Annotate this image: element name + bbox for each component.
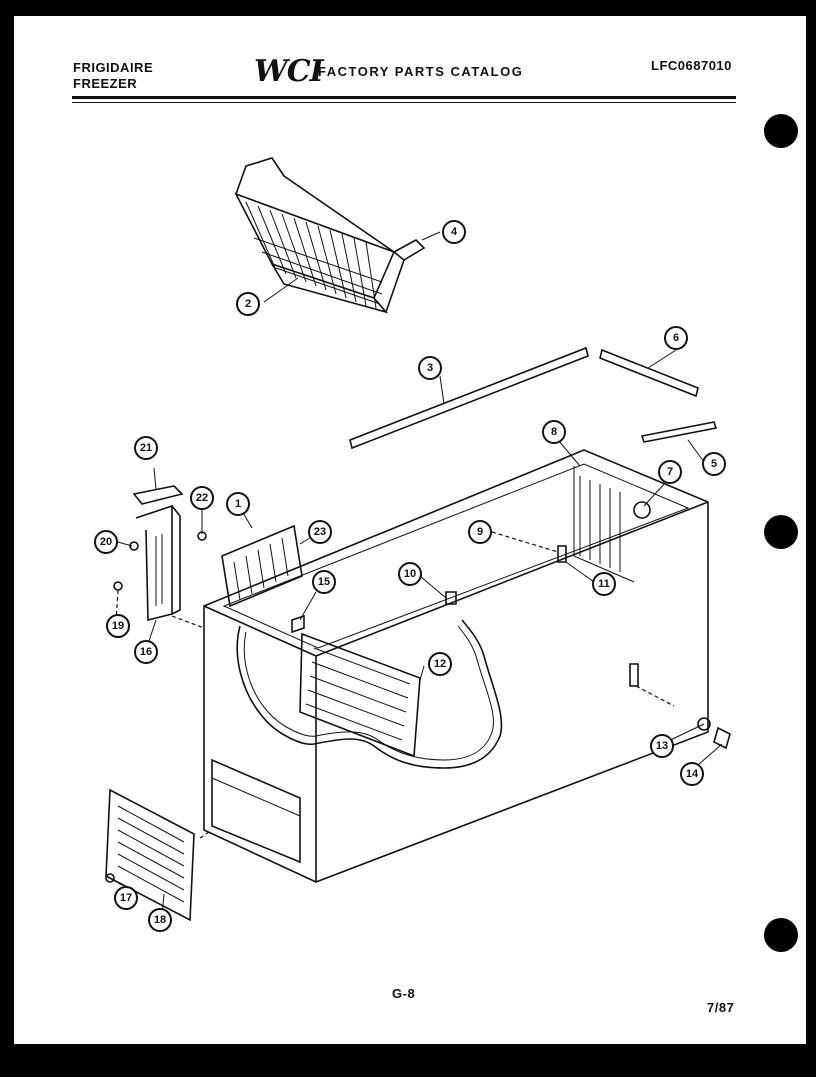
binder-hole-bottom [764,918,798,952]
svg-text:5: 5 [711,458,717,470]
svg-text:20: 20 [100,536,112,548]
basket-drawing [234,157,426,314]
header-rule-thin [72,102,736,103]
hardware-drawing [105,501,731,883]
callout-22: 22 [190,486,214,510]
callout-23: 23 [308,520,332,544]
svg-text:17: 17 [120,892,132,904]
callout-17: 17 [114,886,138,910]
liner-panel [299,632,421,758]
callout-11: 11 [592,572,616,596]
callout-15: 15 [312,570,336,594]
condenser-drawing [132,485,303,622]
callout-20: 20 [94,530,118,554]
svg-text:14: 14 [686,768,699,780]
callout-16: 16 [134,640,158,664]
brand-block: FRIGIDAIRE FREEZER [73,60,153,92]
svg-text:4: 4 [451,226,458,238]
svg-text:8: 8 [551,426,557,438]
exploded-parts-diagram: 1 2 3 4 5 6 7 8 9 10 11 12 13 14 15 16 1… [94,157,731,932]
svg-text:15: 15 [318,576,330,588]
callout-18: 18 [148,908,172,932]
model-number: LFC0687010 [651,58,732,73]
callout-10: 10 [398,562,422,586]
svg-text:12: 12 [434,658,446,670]
wci-logo: WCI [254,54,324,89]
callout-6: 6 [664,326,688,350]
svg-text:11: 11 [598,578,610,590]
callout-3: 3 [418,356,442,380]
svg-text:23: 23 [314,526,326,538]
callout-9: 9 [468,520,492,544]
callout-4: 4 [442,220,466,244]
svg-text:2: 2 [245,298,251,310]
callout-21: 21 [134,436,158,460]
grille-drawing [105,788,195,922]
callout-13: 13 [650,734,674,758]
svg-text:18: 18 [154,914,166,926]
callout-8: 8 [542,420,566,444]
callout-5: 5 [702,452,726,476]
svg-text:3: 3 [427,362,433,374]
callout-2: 2 [236,292,260,316]
svg-text:21: 21 [140,442,152,454]
svg-text:13: 13 [656,740,668,752]
svg-text:16: 16 [140,646,152,658]
revision-date: 7/87 [707,1000,735,1015]
header-rule-thick [72,96,736,99]
svg-text:7: 7 [667,466,673,478]
cabinet-drawing [203,449,709,883]
callout-7: 7 [658,460,682,484]
binder-hole-top [764,114,798,148]
callout-12: 12 [428,652,452,676]
product-type: FREEZER [73,76,138,91]
callout-14: 14 [680,762,704,786]
svg-text:9: 9 [477,526,483,538]
catalog-title: FACTORY PARTS CATALOG [318,64,524,79]
svg-text:1: 1 [235,498,241,510]
page-code: G-8 [392,986,416,1001]
svg-text:6: 6 [673,332,679,344]
brand-name: FRIGIDAIRE [73,60,154,75]
callout-19: 19 [106,614,130,638]
svg-text:19: 19 [112,620,124,632]
svg-text:22: 22 [196,492,208,504]
callout-1: 1 [226,492,250,516]
binder-hole-middle [764,515,798,549]
lid-rails [349,346,718,450]
svg-text:10: 10 [404,568,416,580]
catalog-page: FRIGIDAIRE FREEZER WCI FACTORY PARTS CAT… [14,16,806,1044]
